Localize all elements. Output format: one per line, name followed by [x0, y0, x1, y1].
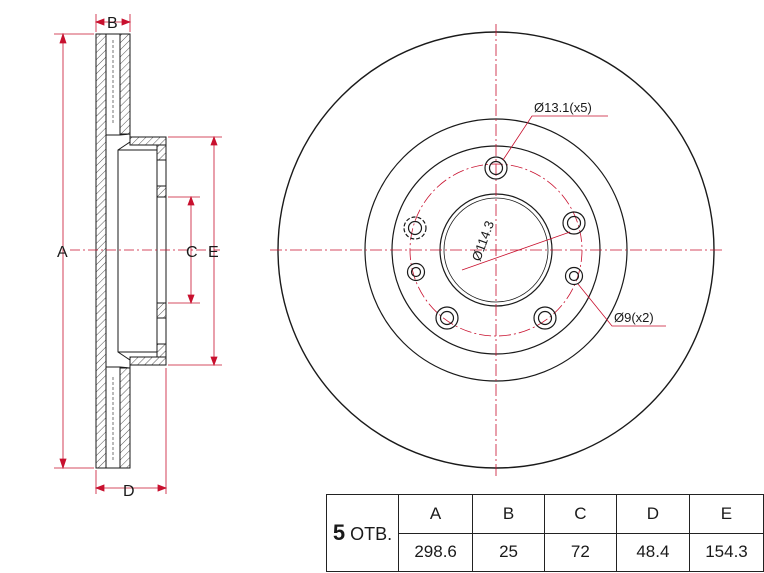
leader-lines — [461, 115, 666, 327]
spec-header-e: E — [688, 494, 764, 534]
pilot-holes-annotation: Ø9(x2) — [614, 310, 654, 325]
disc-section-view — [70, 33, 220, 469]
hat-section — [105, 125, 131, 377]
inner-plate — [119, 367, 131, 469]
pilot-hole — [564, 266, 584, 286]
disc-front-view — [270, 24, 724, 476]
dimension-b — [94, 14, 132, 32]
spec-value-row: 298.6 25 72 48.4 154.3 — [327, 532, 764, 572]
spec-value-d: 48.4 — [615, 532, 690, 572]
bolt-hole-section — [156, 159, 167, 187]
dimension-b-label: B — [107, 15, 118, 32]
spec-header-c: C — [543, 494, 617, 534]
spec-header-d: D — [615, 494, 690, 534]
dimension-e-label: E — [208, 244, 219, 261]
hub-flange — [129, 136, 167, 146]
bolt-hole — [403, 216, 427, 240]
pcd-annotation: Ø114.3 — [469, 219, 497, 263]
dimension-d-label: D — [123, 483, 135, 500]
spec-value-c: 72 — [543, 532, 617, 572]
spec-value-b: 25 — [472, 532, 545, 572]
dimension-c-label: C — [186, 244, 198, 261]
outer-plate — [95, 33, 107, 469]
spec-value-a: 298.6 — [398, 532, 474, 572]
pilot-holes — [406, 262, 584, 286]
inner-plate — [119, 33, 131, 135]
spec-header-row: 5 ОТВ. A B C D E — [325, 494, 764, 572]
bolt-hole — [533, 306, 557, 330]
bolt-hole — [435, 306, 459, 330]
dimension-c — [168, 195, 200, 305]
bolt-hole-section — [156, 317, 167, 345]
pilot-hole — [406, 262, 426, 282]
bolt-holes-annotation: Ø13.1(x5) — [534, 100, 592, 115]
spec-table: 5 ОТВ. A B C D E 298.6 25 72 48.4 154.3 — [325, 494, 764, 572]
dimension-a-label: A — [57, 244, 68, 261]
spec-value-e: 154.3 — [688, 532, 764, 572]
holes-count-cell: 5 ОТВ. — [325, 494, 400, 572]
dimension-d — [94, 368, 168, 494]
spec-header-b: B — [472, 494, 545, 534]
hub-flange — [129, 356, 167, 366]
center-bore-chamfer — [443, 197, 549, 303]
holes-count: 5 — [332, 520, 346, 545]
dimension-a — [54, 32, 94, 470]
bolt-hole — [484, 156, 508, 180]
spec-header-a: A — [398, 494, 474, 534]
bolt-hole — [562, 211, 586, 235]
dimension-e — [168, 135, 222, 367]
bolt-holes — [403, 156, 586, 330]
holes-unit: ОТВ. — [345, 524, 393, 544]
